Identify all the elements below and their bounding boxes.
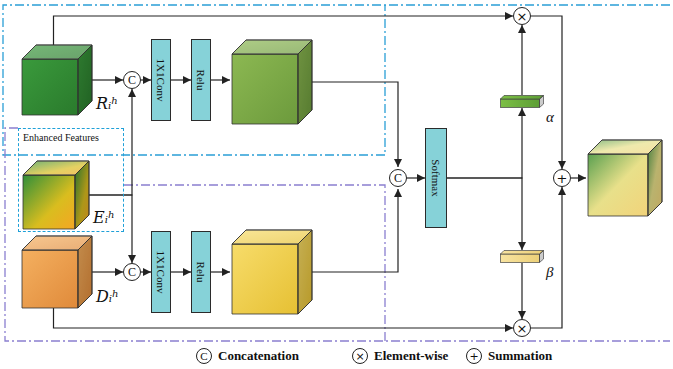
cube-face <box>22 59 78 115</box>
conv-box: 1X1Conv <box>151 39 171 121</box>
bar-shape <box>500 95 544 108</box>
node-label: Dᵢʰ <box>96 288 119 306</box>
bar-shape <box>500 250 544 263</box>
multiply-symbol: × <box>513 319 531 337</box>
concat-symbol: C <box>123 263 141 281</box>
bar-face <box>540 96 544 108</box>
legend-item: C Concatenation <box>196 347 299 365</box>
feature-cube <box>232 230 312 314</box>
node-label: Relu <box>195 70 207 91</box>
connector <box>54 308 514 328</box>
weight-bar: β <box>500 250 544 263</box>
node-label: Rᵢʰ <box>96 95 118 113</box>
legend-text: Summation <box>488 348 552 364</box>
legend-item: + Summation <box>466 347 552 365</box>
cube-face <box>75 161 89 229</box>
node-label: 1X1Conv <box>155 59 167 102</box>
connector <box>521 263 522 319</box>
connector <box>447 108 522 178</box>
connector <box>92 271 123 272</box>
connector <box>521 25 522 95</box>
node-label: 1X1Conv <box>155 251 167 294</box>
connector <box>141 79 151 80</box>
legend-text: Element-wise <box>374 348 448 364</box>
conv-box: 1X1Conv <box>151 231 171 313</box>
node-label: Softmax <box>430 159 442 196</box>
connector <box>54 16 514 45</box>
node-label: C <box>128 266 136 278</box>
input-cube: Eᵢʰ <box>23 161 89 229</box>
node-label: C <box>394 172 402 184</box>
cube-shape <box>22 45 92 115</box>
cube-face <box>78 45 92 115</box>
connector <box>89 195 132 263</box>
node-label: × <box>517 322 528 335</box>
connector <box>171 79 191 80</box>
cube-face <box>75 161 89 229</box>
node-label: Enhanced Features <box>23 132 99 144</box>
legend-symbol: C <box>196 348 212 364</box>
legend-symbol: + <box>466 348 482 364</box>
cube-face <box>23 175 75 229</box>
bar-face <box>501 254 540 263</box>
node-label: Eᵢʰ <box>93 209 115 227</box>
relu-box: Relu <box>191 39 211 121</box>
node-label: β <box>546 264 553 281</box>
connector <box>171 271 191 272</box>
cube-shape <box>22 236 92 308</box>
legend-symbol-text: C <box>200 351 207 362</box>
input-cube: Rᵢʰ <box>22 45 92 115</box>
multiply-symbol: × <box>513 7 531 25</box>
legend-text: Concatenation <box>218 348 299 364</box>
connector <box>407 177 425 178</box>
node-label: C <box>128 74 136 86</box>
concat-symbol: C <box>389 169 407 187</box>
node-label: α <box>546 109 554 126</box>
connector <box>447 178 522 250</box>
output-cube <box>588 140 662 216</box>
cube-face <box>22 250 78 308</box>
cube-face <box>78 45 92 115</box>
flow-arrow <box>211 271 230 272</box>
flow-arrow <box>312 82 398 167</box>
relu-box: Relu <box>191 231 211 313</box>
input-cube: Dᵢʰ <box>22 236 92 308</box>
connector <box>531 16 562 169</box>
node-label: + <box>557 172 568 185</box>
region-outline <box>5 128 670 341</box>
sum-symbol: + <box>553 169 571 187</box>
bar-face <box>501 99 540 108</box>
feature-cube <box>232 40 312 124</box>
connector <box>141 271 151 272</box>
cube-face <box>78 236 92 308</box>
flow-arrow <box>571 177 586 178</box>
cube-face <box>78 236 92 308</box>
legend-symbol: × <box>352 348 368 364</box>
region-outline <box>124 185 385 341</box>
weight-bar: α <box>500 95 544 108</box>
connector <box>92 79 123 80</box>
softmax-box: Softmax <box>425 128 447 228</box>
enhanced-region: Enhanced FeaturesEᵢʰ <box>18 128 124 232</box>
flow-arrow <box>312 189 398 272</box>
cube-shape <box>23 161 89 229</box>
bar-face <box>501 96 544 100</box>
node-label: × <box>517 10 528 23</box>
node-label: Relu <box>195 262 207 283</box>
concat-symbol: C <box>123 71 141 89</box>
legend-symbol-text: × <box>355 351 364 362</box>
legend-symbol-text: + <box>469 351 478 362</box>
bar-face <box>501 251 544 255</box>
region-outline <box>3 5 670 155</box>
flow-arrow <box>211 79 230 80</box>
bar-face <box>540 251 544 263</box>
legend-item: × Element-wise <box>352 347 448 365</box>
